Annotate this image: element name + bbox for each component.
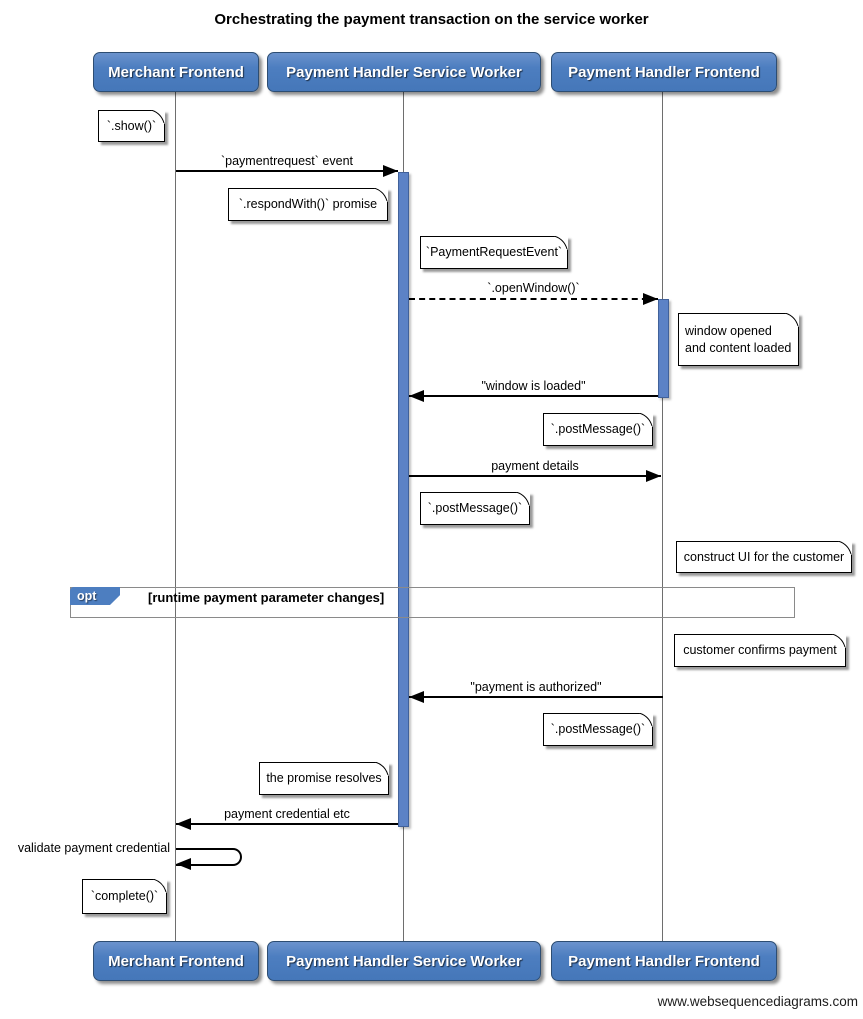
note-text: window opened and content loaded <box>685 324 792 355</box>
note-fold-icon <box>151 110 165 124</box>
note-paymentrequestevent: `PaymentRequestEvent` <box>420 236 568 269</box>
note-text: `PaymentRequestEvent` <box>425 245 563 260</box>
actor-label: Payment Handler Service Worker <box>286 952 522 970</box>
actor-label: Merchant Frontend <box>108 63 244 81</box>
note-text: `.respondWith()` promise <box>238 197 378 212</box>
actor-bottom-merchant-frontend: Merchant Frontend <box>93 941 259 981</box>
actor-top-payment-handler-frontend: Payment Handler Frontend <box>551 52 777 92</box>
note-text: construct UI for the customer <box>683 549 845 564</box>
note-construct-ui: construct UI for the customer <box>676 541 852 573</box>
note-fold-icon <box>375 762 389 776</box>
arrowhead-left <box>176 818 191 830</box>
note-customer-confirms: customer confirms payment <box>674 634 846 667</box>
note-text: the promise resolves <box>266 771 382 786</box>
actor-bottom-payment-handler-service-worker: Payment Handler Service Worker <box>267 941 541 981</box>
arrowhead-left <box>176 858 191 870</box>
diagram-title: Orchestrating the payment transaction on… <box>214 11 649 28</box>
opt-fragment-guard: [runtime payment parameter changes] <box>148 590 385 605</box>
note-postmessage-3: `.postMessage()` <box>543 713 653 746</box>
message-line-window-is-loaded <box>409 395 658 397</box>
note-window-opened: window opened and content loaded <box>678 313 799 366</box>
activation-payment-handler-frontend <box>658 299 669 398</box>
note-fold-icon <box>832 634 846 648</box>
message-label-validate-payment-credential: validate payment credential <box>17 841 170 855</box>
note-fold-icon <box>153 879 167 893</box>
message-label-payment-details: payment details <box>491 459 579 473</box>
note-fold-icon <box>838 541 852 555</box>
note-fold-icon <box>374 188 388 202</box>
actor-label: Merchant Frontend <box>108 952 244 970</box>
note-promise-resolves: the promise resolves <box>259 762 389 795</box>
message-label-paymentrequest-event: `paymentrequest` event <box>220 154 353 168</box>
message-label-window-is-loaded: "window is loaded" <box>481 379 586 393</box>
note-text: customer confirms payment <box>683 643 837 658</box>
arrowhead-left <box>409 691 424 703</box>
actor-bottom-payment-handler-frontend: Payment Handler Frontend <box>551 941 777 981</box>
note-respondwith-promise: `.respondWith()` promise <box>228 188 388 221</box>
note-text: `.postMessage()` <box>550 722 646 737</box>
message-line-payment-credential-etc <box>176 823 398 825</box>
note-fold-icon <box>554 236 568 250</box>
arrowhead-left <box>409 390 424 402</box>
note-fold-icon <box>639 413 653 427</box>
note-fold-icon <box>516 492 530 506</box>
arrowhead-right <box>646 470 661 482</box>
note-text: `.postMessage()` <box>550 422 646 437</box>
note-text: `complete()` <box>90 889 159 904</box>
message-line-openwindow <box>409 298 658 300</box>
opt-fragment-label: opt <box>70 587 120 605</box>
note-text: `.postMessage()` <box>427 501 523 516</box>
message-label-openwindow: `.openWindow()` <box>487 281 580 295</box>
arrowhead-right <box>643 293 658 305</box>
lifeline-merchant-frontend <box>175 92 176 941</box>
message-label-payment-is-authorized: "payment is authorized" <box>470 680 602 694</box>
arrowhead-right <box>383 165 398 177</box>
actor-label: Payment Handler Frontend <box>568 952 760 970</box>
actor-top-payment-handler-service-worker: Payment Handler Service Worker <box>267 52 541 92</box>
note-postmessage-1: `.postMessage()` <box>543 413 653 446</box>
self-message-loop <box>176 848 242 866</box>
lifeline-payment-handler-frontend <box>662 92 663 941</box>
message-label-payment-credential-etc: payment credential etc <box>224 807 350 821</box>
note-text: `.show()` <box>106 118 157 133</box>
activation-service-worker <box>398 172 409 827</box>
actor-top-merchant-frontend: Merchant Frontend <box>93 52 259 92</box>
note-postmessage-2: `.postMessage()` <box>420 492 530 525</box>
actor-label: Payment Handler Service Worker <box>286 63 522 81</box>
opt-fragment: opt [runtime payment parameter changes] <box>70 587 795 618</box>
message-line-paymentrequest-event <box>176 170 398 172</box>
note-show: `.show()` <box>98 110 165 142</box>
actor-label: Payment Handler Frontend <box>568 63 760 81</box>
message-line-payment-details <box>409 475 661 477</box>
message-line-payment-is-authorized <box>409 696 663 698</box>
note-complete: `complete()` <box>82 879 167 914</box>
note-fold-icon <box>785 313 799 327</box>
note-fold-icon <box>639 713 653 727</box>
watermark: www.websequencediagrams.com <box>657 994 858 1009</box>
